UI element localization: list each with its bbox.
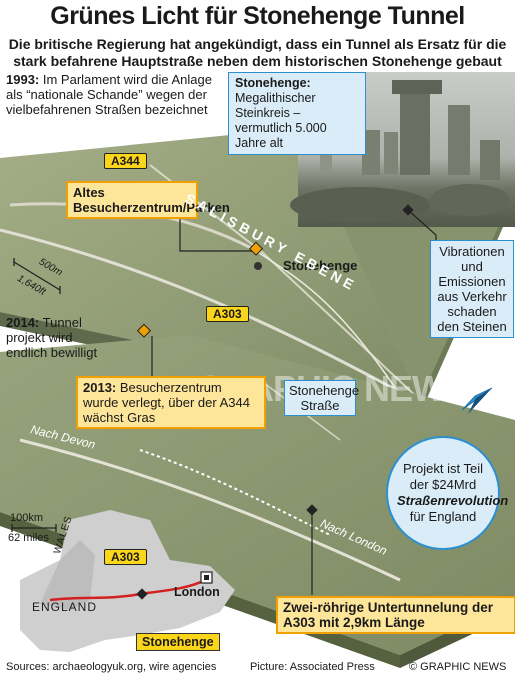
- stonehenge-marker-icon: [136, 241, 318, 600]
- note-2014-year: 2014:: [6, 315, 40, 330]
- note-1993-year: 1993:: [6, 72, 40, 87]
- scale-bar-map: [11, 524, 57, 532]
- project-circle: Projekt ist Teil der $24Mrd Straßenrevol…: [386, 436, 508, 550]
- stonehenge-info-text: Megalithischer Steinkreis – vermutlich 5…: [235, 91, 327, 150]
- photo-marker-icon: [402, 204, 414, 216]
- stonehenge-label-top: Stonehenge: [283, 258, 358, 273]
- stonehenge-strasse-box: Stonehenge Straße: [284, 380, 359, 416]
- project-line2: für England: [409, 509, 477, 524]
- map-england: ENGLAND: [32, 600, 98, 614]
- old-visitor-centre-box: Altes Besucherzentrum/Parken: [66, 181, 230, 219]
- compass-north-icon: [461, 387, 493, 414]
- scale-bar-top: [13, 258, 61, 294]
- stonehenge-info-box: Stonehenge: Megalithischer Steinkreis – …: [228, 72, 366, 155]
- footer-copyright: © GRAPHIC NEWS: [409, 661, 507, 673]
- project-bold: Straßenrevolution: [397, 493, 509, 508]
- footer-picture: Picture: Associated Press: [250, 661, 375, 673]
- note-1993: 1993: Im Parlament wird die Anlage als “…: [6, 72, 221, 117]
- box-2013-text: Besucherzentrum wurde verlegt, über der …: [83, 380, 250, 425]
- map-scale-km: 100km: [10, 512, 44, 524]
- note-2014-text: Tunnel projekt wird endlich bewilligt: [6, 315, 98, 360]
- box-2013-year: 2013:: [83, 380, 117, 395]
- box-2013: 2013: Besucherzentrum wurde verlegt, übe…: [76, 376, 266, 429]
- road-label-a303-map: A303: [104, 549, 147, 565]
- tunnel-box: Zwei-röhrige Untertunnelung der A303 mit…: [276, 596, 515, 634]
- map-scale-mi: 62 miles: [8, 532, 49, 544]
- footer-sources: Sources: archaeologyuk.org, wire agencie…: [6, 661, 217, 673]
- page-subtitle: Die britische Regierung hat angekündigt,…: [8, 36, 507, 86]
- vibration-box: Vibrationen und Emissionen aus Verkehr s…: [430, 240, 514, 338]
- note-1993-text: Im Parlament wird die Anlage als “nation…: [6, 72, 212, 117]
- note-2014: 2014: Tunnel projekt wird endlich bewill…: [6, 315, 106, 360]
- project-line1: Projekt ist Teil der $24Mrd: [403, 461, 483, 492]
- page-title: Grünes Licht für Stonehenge Tunnel: [50, 2, 465, 30]
- road-label-a344: A344: [104, 153, 147, 169]
- map-stonehenge-box: Stonehenge: [136, 633, 220, 651]
- road-label-a303-top: A303: [206, 306, 249, 322]
- map-london: London: [174, 585, 220, 599]
- project-circle-content: Projekt ist Teil der $24Mrd Straßenrevol…: [397, 461, 508, 525]
- stonehenge-info-heading: Stonehenge:: [235, 76, 311, 90]
